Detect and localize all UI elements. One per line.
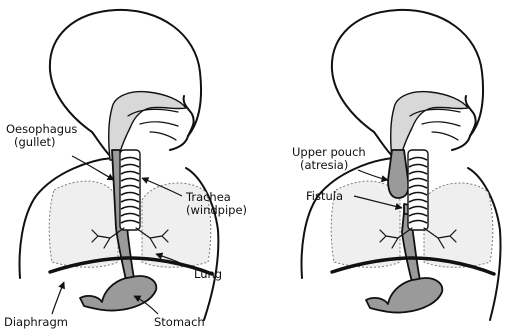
upper-pouch-arrow (358, 170, 388, 180)
left-stomach (80, 276, 156, 311)
oesophagus-arrow (72, 156, 114, 180)
label-upper-pouch-line2: (atresia) (300, 158, 348, 172)
label-upper-pouch-line1: Upper pouch (292, 145, 366, 159)
right-figure: Upper pouch (atresia) Fistula (292, 10, 501, 320)
label-trachea-line1: Trachea (185, 190, 231, 204)
label-fistula: Fistula (306, 189, 343, 203)
label-oesophagus-line2: (gullet) (14, 135, 56, 149)
label-trachea-line2: (windpipe) (186, 203, 247, 217)
right-trachea (408, 150, 428, 230)
left-trachea (120, 150, 140, 230)
right-stomach (366, 278, 442, 313)
diaphragm-arrow (52, 282, 64, 314)
label-stomach: Stomach (154, 315, 205, 329)
right-upper-pouch (388, 150, 409, 198)
label-lung: Lung (194, 267, 222, 281)
left-figure: Oesophagus (gullet) Trachea (windpipe) L… (4, 10, 247, 329)
label-diaphragm: Diaphragm (4, 315, 68, 329)
label-oesophagus-line1: Oesophagus (6, 122, 77, 136)
